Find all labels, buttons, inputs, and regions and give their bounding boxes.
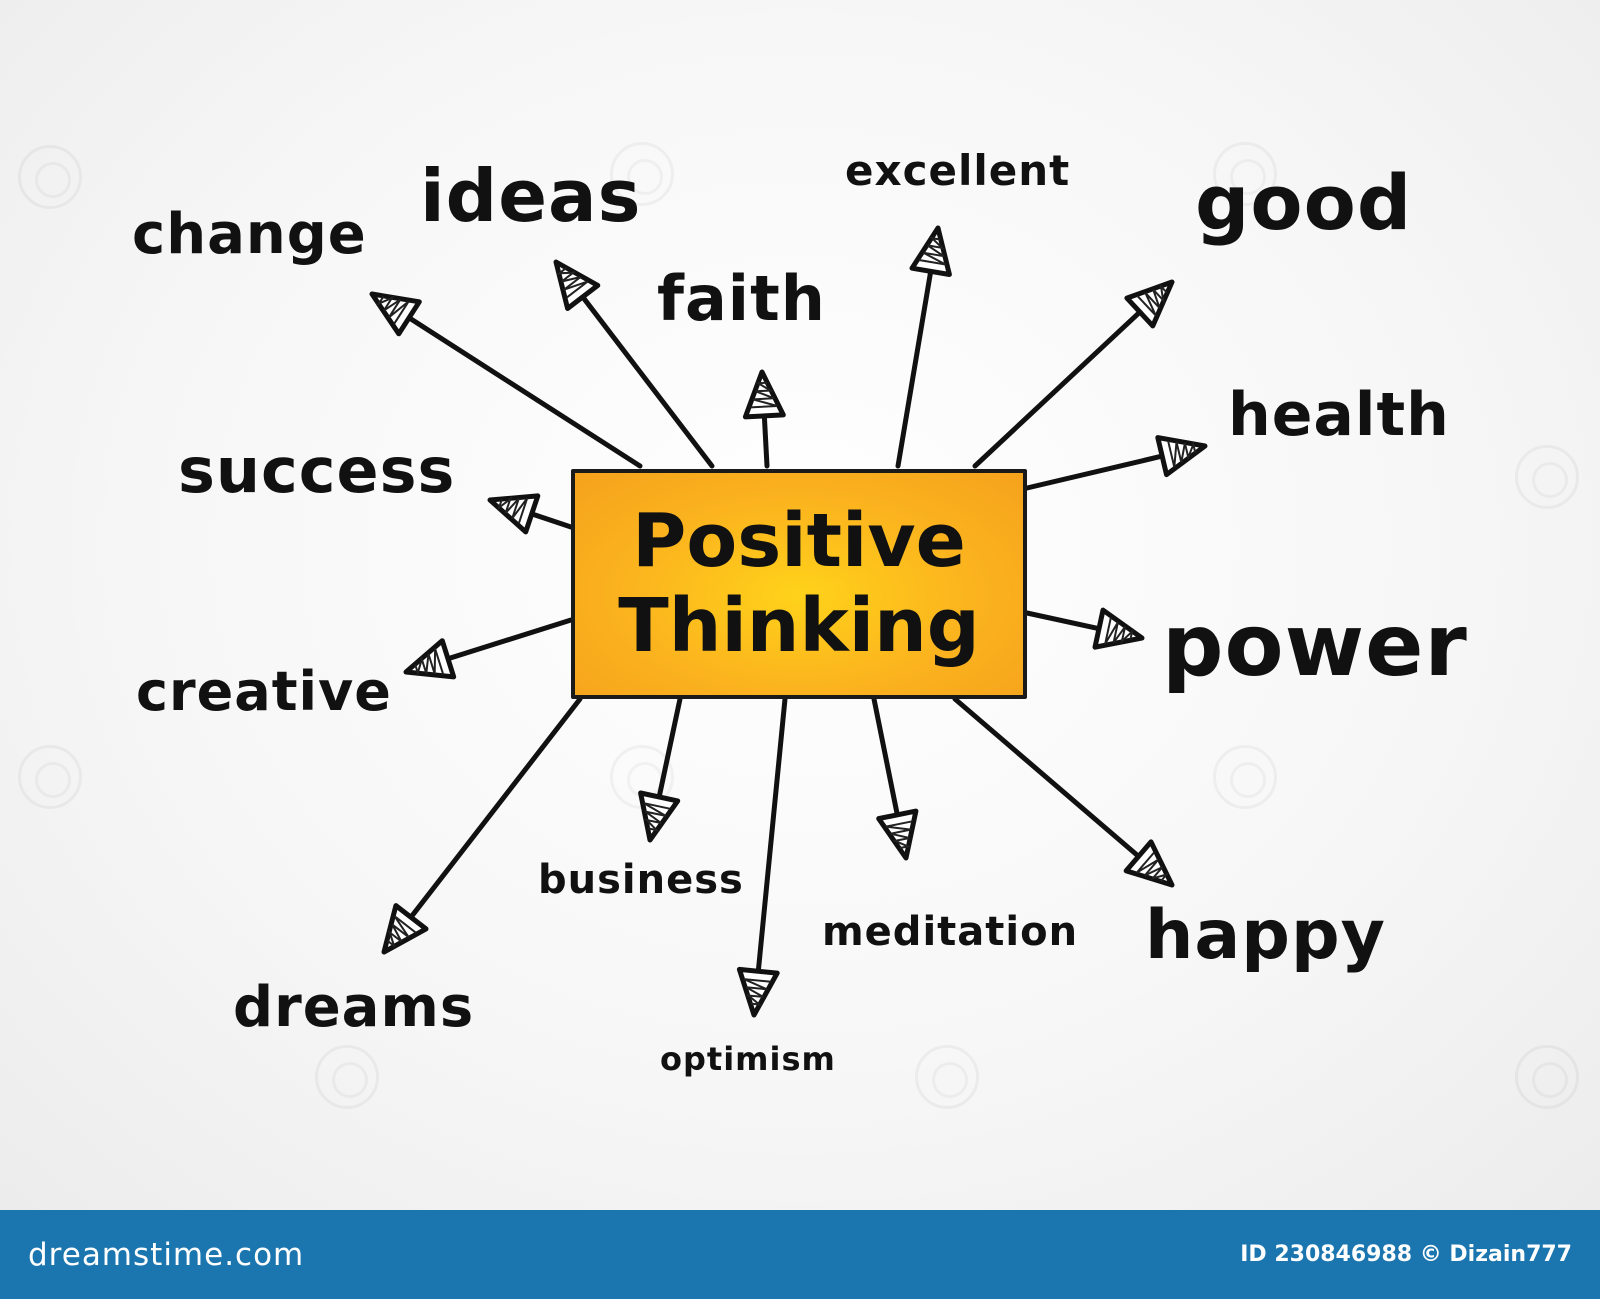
word-excellent: excellent: [845, 146, 1071, 195]
center-node: Positive Thinking: [571, 469, 1027, 699]
word-faith: faith: [657, 262, 826, 335]
arrow-to-excellent: [895, 225, 952, 469]
watermark-logo: [1213, 142, 1277, 206]
arrow-to-creative: [403, 617, 574, 680]
word-success: success: [178, 434, 456, 507]
word-change: change: [132, 202, 367, 267]
arrow-to-change: [369, 291, 643, 469]
arrow-to-power: [1024, 607, 1145, 650]
arrow-to-health: [1024, 435, 1208, 491]
center-title-line2: Thinking: [618, 583, 980, 669]
watermark-logo: [18, 145, 82, 209]
site-logo: dreamstime.com: [28, 1236, 305, 1273]
word-ideas: ideas: [420, 154, 642, 238]
watermark-logo: [1515, 445, 1579, 509]
mind-map-canvas: Positive Thinking change ideas faith exc…: [0, 0, 1600, 1210]
watermark-logo: [1515, 1045, 1579, 1109]
center-title-line1: Positive: [632, 497, 966, 584]
word-dreams: dreams: [233, 975, 475, 1040]
footer-bar: dreamstime.com ID 230846988 © Dizain777: [0, 1210, 1600, 1299]
word-meditation: meditation: [822, 909, 1079, 955]
word-optimism: optimism: [660, 1040, 836, 1078]
arrow-to-dreams: [381, 696, 583, 955]
watermark-logo: [1213, 745, 1277, 809]
arrow-to-success: [487, 493, 574, 535]
arrow-to-business: [638, 696, 683, 843]
word-creative: creative: [136, 660, 392, 723]
word-business: business: [538, 857, 744, 903]
watermark-logo: [18, 745, 82, 809]
word-happy: happy: [1145, 896, 1386, 975]
arrow-to-ideas: [553, 259, 715, 469]
arrow-to-good: [972, 279, 1175, 469]
arrow-to-faith: [742, 369, 786, 469]
word-power: power: [1162, 596, 1468, 696]
watermark-logo: [610, 142, 674, 206]
arrows-layer: [369, 225, 1208, 1018]
watermark-logo: [315, 1045, 379, 1109]
word-good: good: [1195, 158, 1413, 247]
arrow-to-meditation: [871, 696, 919, 861]
word-health: health: [1228, 380, 1450, 450]
image-id-credit: ID 230846988 © Dizain777: [1240, 1242, 1572, 1267]
arrow-to-optimism: [736, 696, 788, 1018]
arrow-to-happy: [952, 696, 1175, 888]
watermark-logo: [915, 1045, 979, 1109]
